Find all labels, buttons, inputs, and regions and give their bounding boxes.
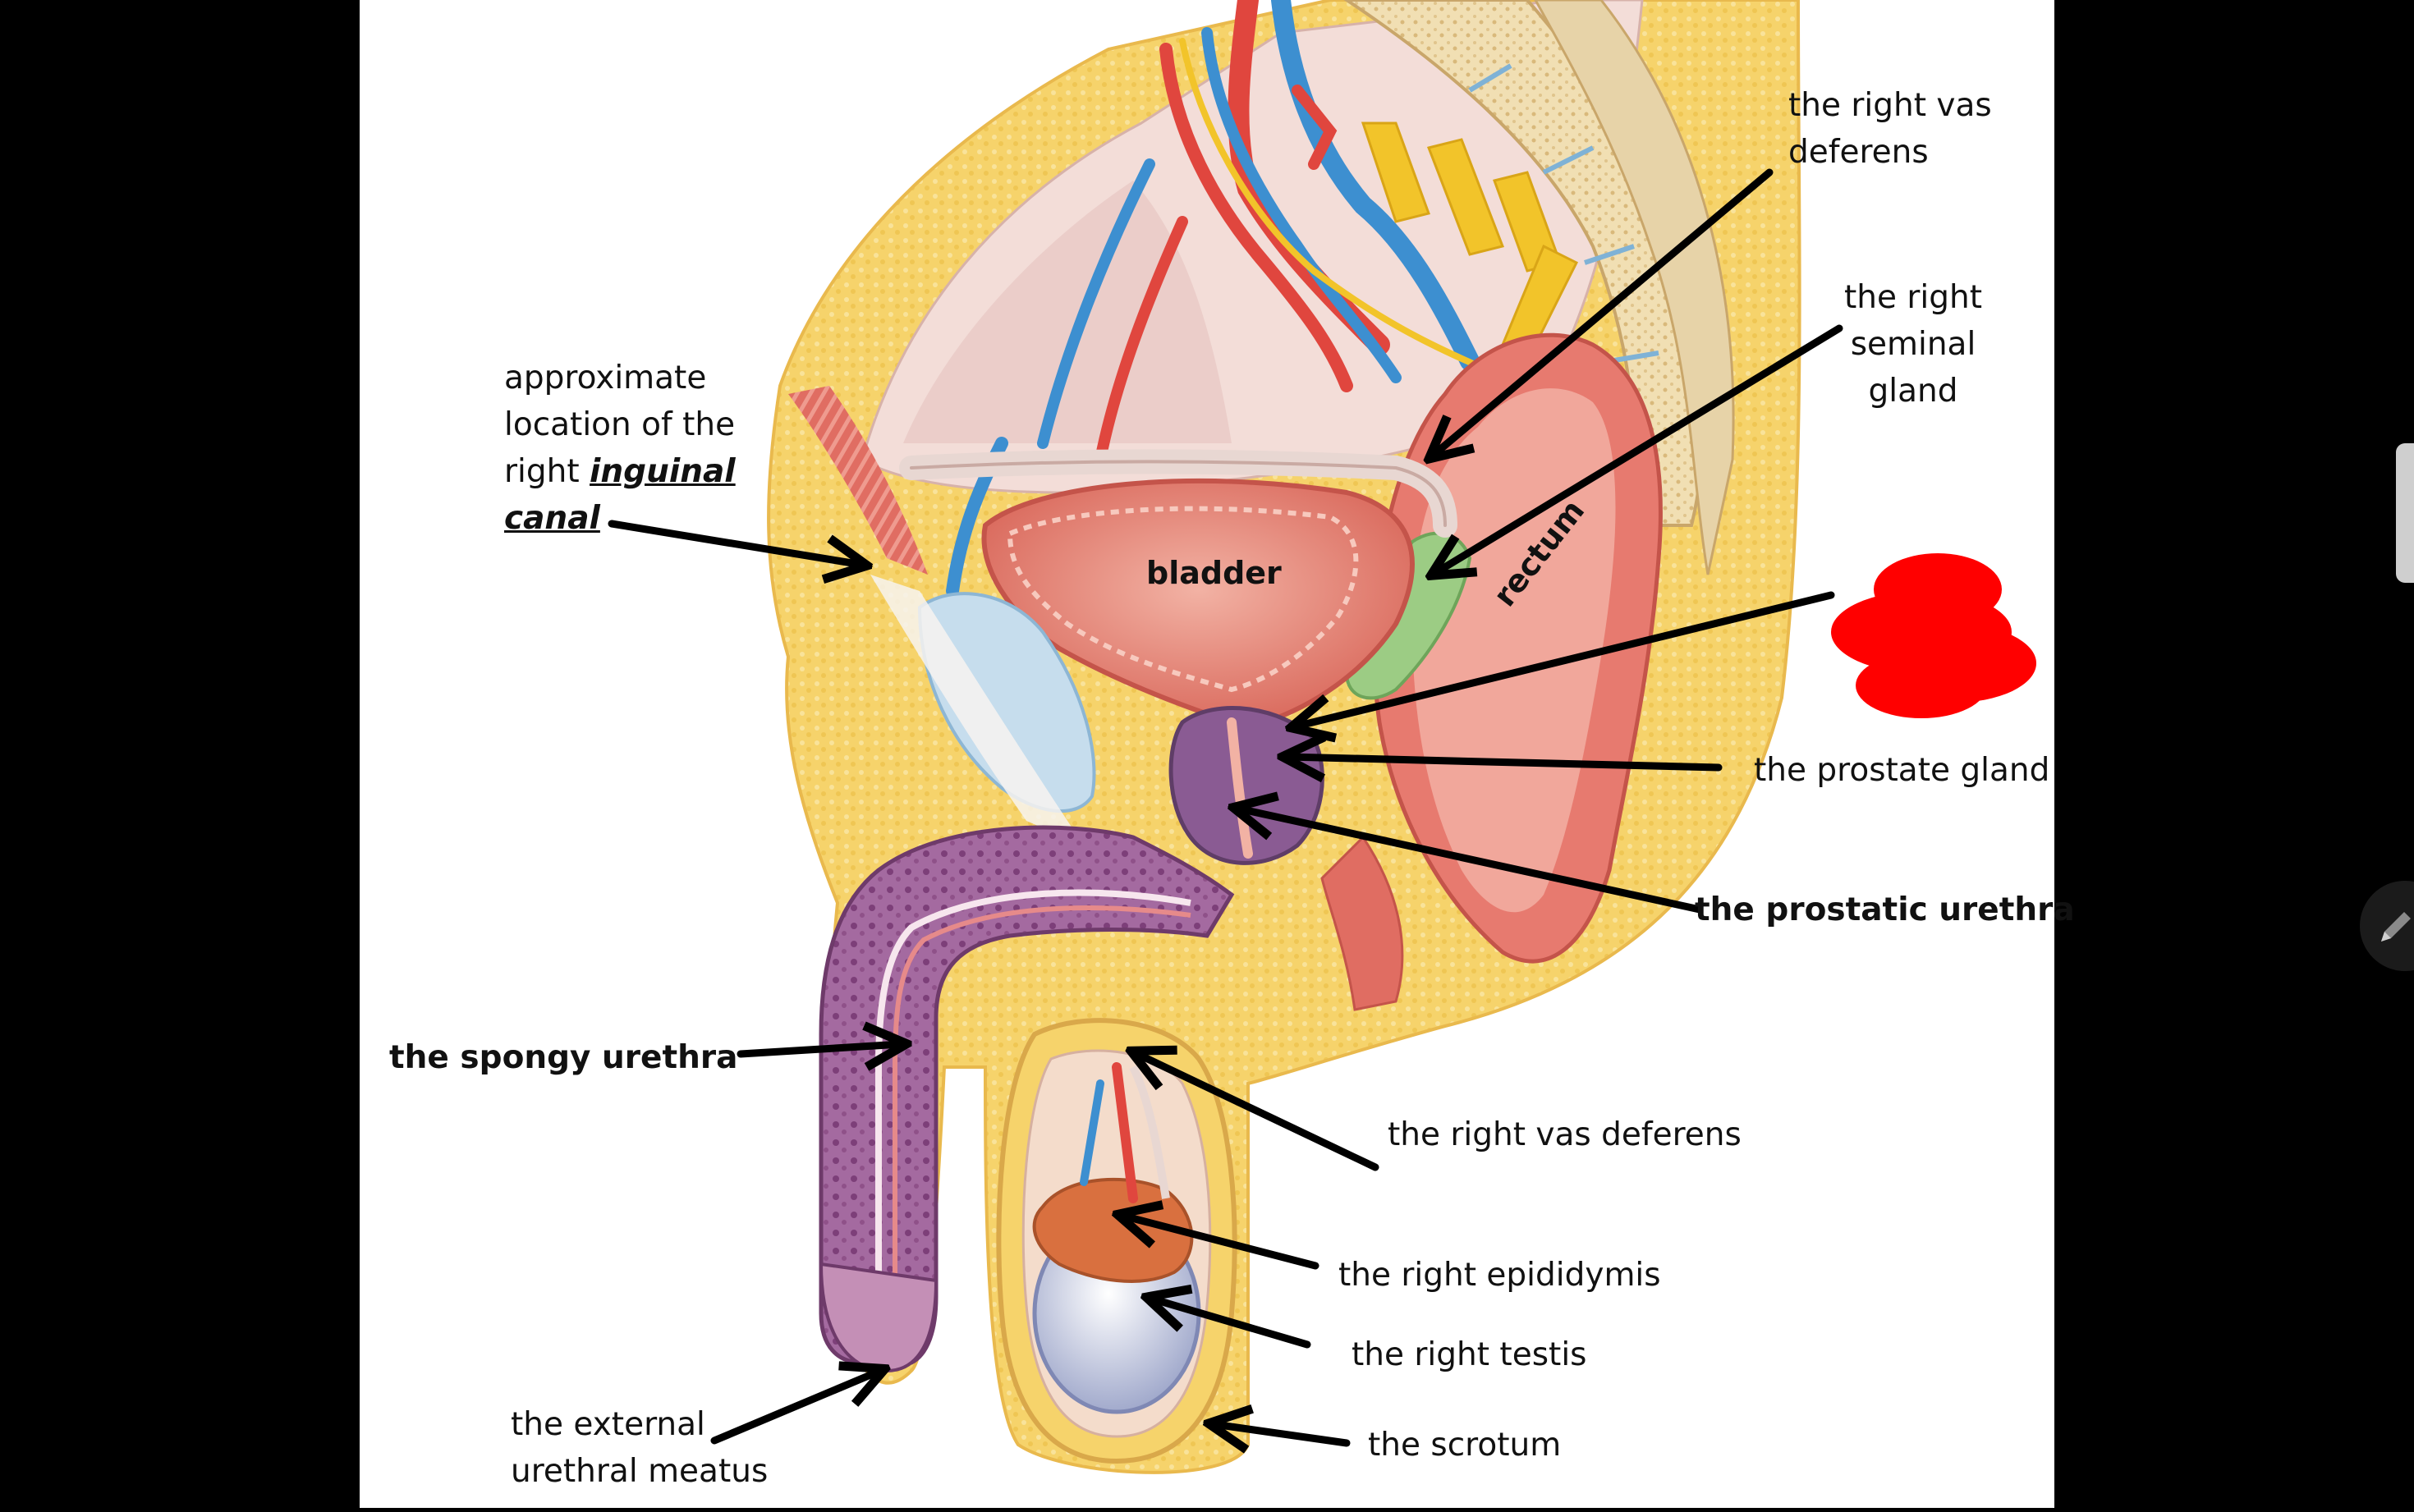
pen-icon — [2381, 912, 2411, 942]
anal-sphincter — [1320, 835, 1404, 1011]
arrow-vas-deferens-top — [1433, 168, 1774, 456]
arrow-seminal-gland — [1435, 324, 1843, 573]
label-scrotum: the scrotum — [1368, 1427, 1562, 1464]
arrow-spongy-urethra — [737, 1044, 902, 1054]
rectus-muscle — [788, 386, 928, 575]
arrow-testis — [1151, 1299, 1311, 1349]
label-epididymis: the right epididymis — [1338, 1257, 1661, 1294]
nerve-plexus — [1361, 121, 1430, 223]
redaction-blob — [1831, 553, 2036, 718]
pubic-symphysis — [917, 592, 1096, 813]
label-external-urethral-meatus: the external urethral meatus — [511, 1406, 769, 1490]
bladder-organ — [981, 478, 1415, 725]
arrow-epididymis — [1122, 1216, 1319, 1270]
arrow-scrotum — [1214, 1424, 1351, 1443]
label-spongy-urethra: the spongy urethra — [389, 1039, 738, 1076]
spongy-urethra-line — [893, 905, 1191, 1330]
coccyx — [1534, 0, 1735, 575]
iliac-vein — [1271, 0, 1480, 371]
bladder-label: bladder — [1146, 555, 1282, 591]
label-vas-deferens-top: the right vas deferens — [1788, 87, 1992, 171]
leader-arrows — [608, 168, 1843, 1445]
arrow-inguinal-canal — [608, 520, 862, 565]
label-prostate-gland: the prostate gland — [1754, 752, 2050, 789]
penis-corpus — [819, 825, 1235, 1365]
arrow-vas-deferens-mid — [1136, 1053, 1379, 1171]
arrow-prostatic-urethra — [1238, 809, 1704, 914]
arrow-external-meatus — [710, 1371, 880, 1445]
label-vas-deferens-mid: the right vas deferens — [1388, 1116, 1742, 1153]
peritoneum — [903, 181, 1232, 443]
label-testis: the right testis — [1352, 1336, 1587, 1373]
label-prostatic-urethra: the prostatic urethra — [1695, 891, 2075, 928]
rectum-lumen — [1412, 388, 1616, 913]
side-panel-handle[interactable] — [2396, 443, 2414, 583]
label-inguinal-canal: approximate location of the right inguin… — [504, 360, 736, 537]
arrow-prostate-gland — [1287, 757, 1723, 767]
arrow-redacted — [1296, 591, 1835, 726]
label-seminal-gland: the right seminal gland — [1843, 279, 1983, 410]
